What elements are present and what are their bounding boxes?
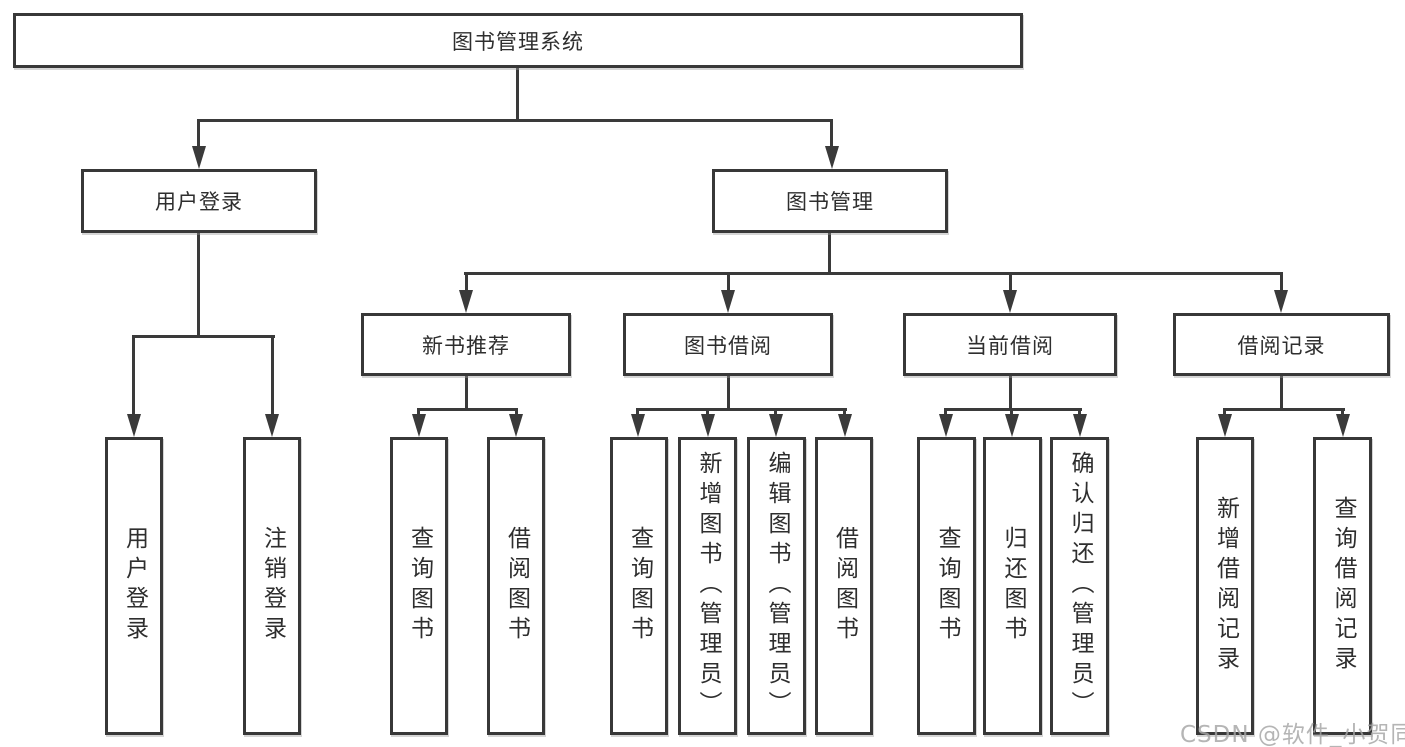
node-label: 图书管理: [786, 190, 874, 214]
connector-line: [1223, 408, 1226, 418]
node-label: 图书管理系统: [452, 29, 584, 54]
connector-line: [727, 375, 730, 411]
connector-line: [727, 272, 730, 292]
node-label: 新增图书（管理员）: [695, 451, 721, 721]
leaf-borrow-books-borrowing: 借阅图书: [815, 437, 873, 735]
node-borrowing-records: 借阅记录: [1173, 313, 1390, 376]
arrowhead-down-icon: [1073, 414, 1087, 437]
connector-line: [417, 408, 420, 418]
node-new-book-recommendation: 新书推荐: [361, 313, 571, 376]
arrowhead-down-icon: [1218, 414, 1232, 437]
connector-line: [843, 408, 846, 418]
connector-line: [516, 68, 519, 121]
node-label: 查询图书: [934, 526, 960, 646]
watermark: CSDN @软件_小贺同学: [1180, 722, 1405, 747]
node-label: 归还图书: [1000, 526, 1026, 646]
leaf-query-books-recommend: 查询图书: [390, 437, 448, 735]
node-label: 查询借阅记录: [1330, 496, 1356, 676]
leaf-query-books-current: 查询图书: [917, 437, 976, 735]
node-label: 注销登录: [259, 526, 286, 646]
node-label: 新增借阅记录: [1212, 496, 1239, 676]
arrowhead-down-icon: [825, 146, 839, 169]
connector-line: [1341, 408, 1344, 418]
arrowhead-down-icon: [721, 290, 735, 313]
connector-line: [465, 272, 468, 292]
arrowhead-down-icon: [769, 414, 783, 437]
node-label: 新书推荐: [422, 333, 510, 358]
connector-line: [774, 408, 777, 418]
arrowhead-down-icon: [459, 290, 473, 313]
connector-line: [636, 408, 639, 418]
node-book-management: 图书管理: [712, 169, 948, 233]
node-label: 用户登录: [121, 526, 148, 646]
arrowhead-down-icon: [127, 414, 141, 437]
leaf-return-books: 归还图书: [983, 437, 1042, 735]
connector-line: [1009, 375, 1012, 411]
connector-line: [944, 408, 1082, 411]
arrowhead-down-icon: [1274, 290, 1288, 313]
arrowhead-down-icon: [192, 146, 206, 169]
connector-line: [1009, 272, 1012, 292]
node-label: 查询图书: [626, 526, 653, 646]
node-label: 查询图书: [406, 526, 433, 646]
leaf-query-books-borrowing: 查询图书: [610, 437, 668, 735]
leaf-user-login: 用户登录: [105, 437, 163, 735]
connector-line: [944, 408, 947, 418]
node-label: 当前借阅: [966, 333, 1054, 358]
node-user-login: 用户登录: [81, 169, 317, 233]
arrowhead-down-icon: [631, 414, 645, 437]
connector-line: [197, 232, 200, 338]
connector-line: [197, 119, 200, 149]
leaf-logout: 注销登录: [243, 437, 301, 735]
leaf-query-borrow-record: 查询借阅记录: [1313, 437, 1372, 735]
connector-line: [1010, 408, 1013, 418]
leaf-confirm-return-admin: 确认归还（管理员）: [1050, 437, 1109, 735]
connector-line: [417, 408, 518, 411]
node-label: 借阅图书: [503, 526, 530, 646]
node-current-borrowing: 当前借阅: [903, 313, 1117, 376]
arrowhead-down-icon: [939, 414, 953, 437]
arrowhead-down-icon: [701, 414, 715, 437]
connector-line: [515, 408, 518, 418]
node-label: 借阅记录: [1237, 333, 1326, 358]
connector-line: [828, 232, 831, 275]
leaf-add-books-admin: 新增图书（管理员）: [678, 437, 737, 735]
arrowhead-down-icon: [1336, 414, 1350, 437]
connector-line: [465, 375, 468, 411]
node-library-system: 图书管理系统: [13, 13, 1023, 68]
connector-line: [830, 119, 833, 149]
connector-line: [1280, 272, 1283, 292]
connector-line: [132, 335, 275, 338]
arrowhead-down-icon: [1003, 290, 1017, 313]
connector-line: [132, 335, 135, 417]
node-label: 借阅图书: [831, 526, 858, 646]
connector-line: [464, 272, 1283, 275]
connector-line: [1223, 408, 1345, 411]
connector-line: [197, 119, 832, 122]
arrowhead-down-icon: [412, 414, 426, 437]
leaf-edit-books-admin: 编辑图书（管理员）: [747, 437, 806, 735]
leaf-borrow-books-recommend: 借阅图书: [487, 437, 545, 735]
leaf-add-borrow-record: 新增借阅记录: [1196, 437, 1254, 735]
arrowhead-down-icon: [838, 414, 852, 437]
connector-line: [706, 408, 709, 418]
node-label: 确认归还（管理员）: [1067, 451, 1093, 721]
node-label: 用户登录: [155, 190, 243, 214]
connector-line: [636, 408, 847, 411]
connector-line: [271, 335, 274, 417]
arrowhead-down-icon: [265, 414, 279, 437]
arrowhead-down-icon: [1005, 414, 1019, 437]
arrowhead-down-icon: [509, 414, 523, 437]
node-label: 编辑图书（管理员）: [764, 451, 790, 721]
node-book-borrowing: 图书借阅: [623, 313, 833, 376]
connector-line: [1280, 375, 1283, 411]
node-label: 图书借阅: [684, 333, 772, 358]
connector-line: [1078, 408, 1081, 418]
